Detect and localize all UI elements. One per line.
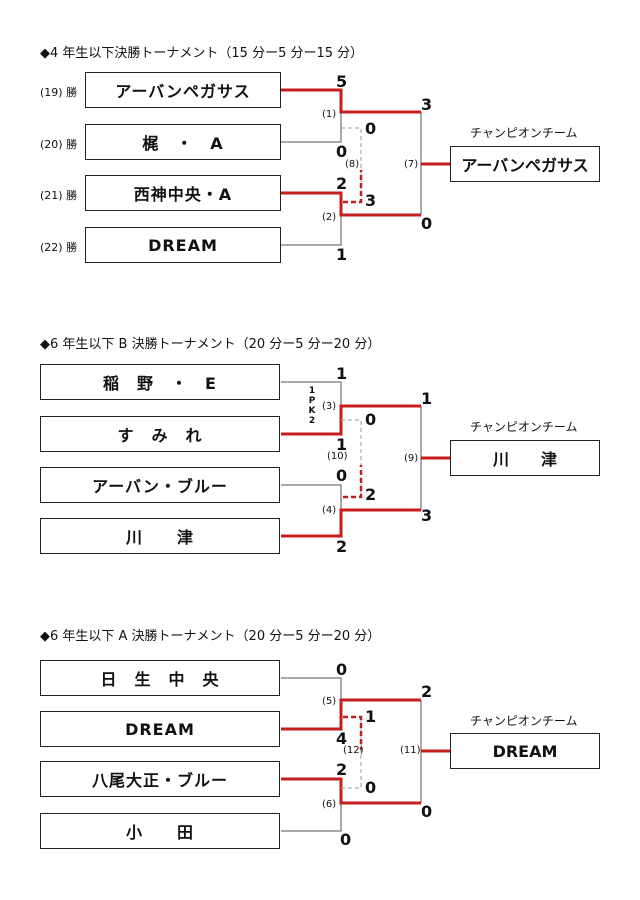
match-number: (5): [322, 696, 337, 707]
score: 1: [336, 245, 348, 264]
seed-label: (19) 勝: [40, 86, 78, 99]
score: 0: [365, 778, 377, 797]
team-box: 日 生 中 央: [40, 660, 280, 696]
match-number: (7): [404, 159, 419, 170]
score: 3: [421, 95, 433, 114]
champion-box: アーバンペガサス: [450, 146, 600, 182]
match-number: (8): [345, 159, 360, 170]
match-number: (1): [322, 109, 337, 120]
score: 0: [365, 119, 377, 138]
champion-label: チャンピオンチーム: [470, 420, 578, 434]
team-box: す み れ: [40, 416, 280, 452]
team-box: アーバンペガサス: [85, 72, 281, 108]
score: 1: [336, 435, 348, 454]
match-number: (2): [322, 212, 337, 223]
score: 0: [336, 660, 348, 679]
champion-label: チャンピオンチーム: [470, 714, 578, 728]
score: 2: [336, 760, 348, 779]
score: 1: [421, 389, 433, 408]
pk-result: 1PK2: [308, 386, 316, 426]
match-number: (4): [322, 505, 337, 516]
team-box: アーバン・ブルー: [40, 467, 280, 503]
team-box: 八尾大正・ブルー: [40, 761, 280, 797]
team-box: 梶 ・ A: [85, 124, 281, 160]
seed-label: (20) 勝: [40, 138, 78, 151]
score: 0: [421, 802, 433, 821]
champion-box: 川 津: [450, 440, 600, 476]
match-number: (10): [327, 451, 348, 462]
score: 1: [336, 364, 348, 383]
team-box: 稲 野 ・ E: [40, 364, 280, 400]
tournament-1-title: ◆4 年生以下決勝トーナメント（15 分ー5 分ー15 分）: [40, 46, 364, 61]
score: 0: [340, 830, 352, 849]
score: 1: [365, 707, 377, 726]
champion-label: チャンピオンチーム: [470, 126, 578, 140]
seed-label: (22) 勝: [40, 241, 78, 254]
score: 2: [336, 174, 348, 193]
team-box: DREAM: [40, 711, 280, 747]
match-number: (6): [322, 799, 337, 810]
score: 0: [336, 466, 348, 485]
score: 3: [365, 191, 377, 210]
match-number: (12): [343, 745, 364, 756]
champion-box: DREAM: [450, 733, 600, 769]
score: 0: [365, 410, 377, 429]
score: 3: [421, 506, 433, 525]
team-box: 小 田: [40, 813, 280, 849]
score: 4: [336, 729, 348, 748]
score: 5: [336, 72, 348, 91]
team-box: DREAM: [85, 227, 281, 263]
match-number: (11): [400, 745, 421, 756]
score: 0: [421, 214, 433, 233]
tournament-2-title: ◆6 年生以下 B 決勝トーナメント（20 分ー5 分ー20 分）: [40, 337, 381, 352]
score: 2: [336, 537, 348, 556]
score: 2: [365, 485, 377, 504]
seed-label: (21) 勝: [40, 189, 78, 202]
score: 0: [336, 142, 348, 161]
match-number: (3): [322, 401, 337, 412]
team-box: 西神中央・A: [85, 175, 281, 211]
score: 2: [421, 682, 433, 701]
match-number: (9): [404, 453, 419, 464]
team-box: 川 津: [40, 518, 280, 554]
tournament-3-title: ◆6 年生以下 A 決勝トーナメント（20 分ー5 分ー20 分）: [40, 629, 381, 644]
